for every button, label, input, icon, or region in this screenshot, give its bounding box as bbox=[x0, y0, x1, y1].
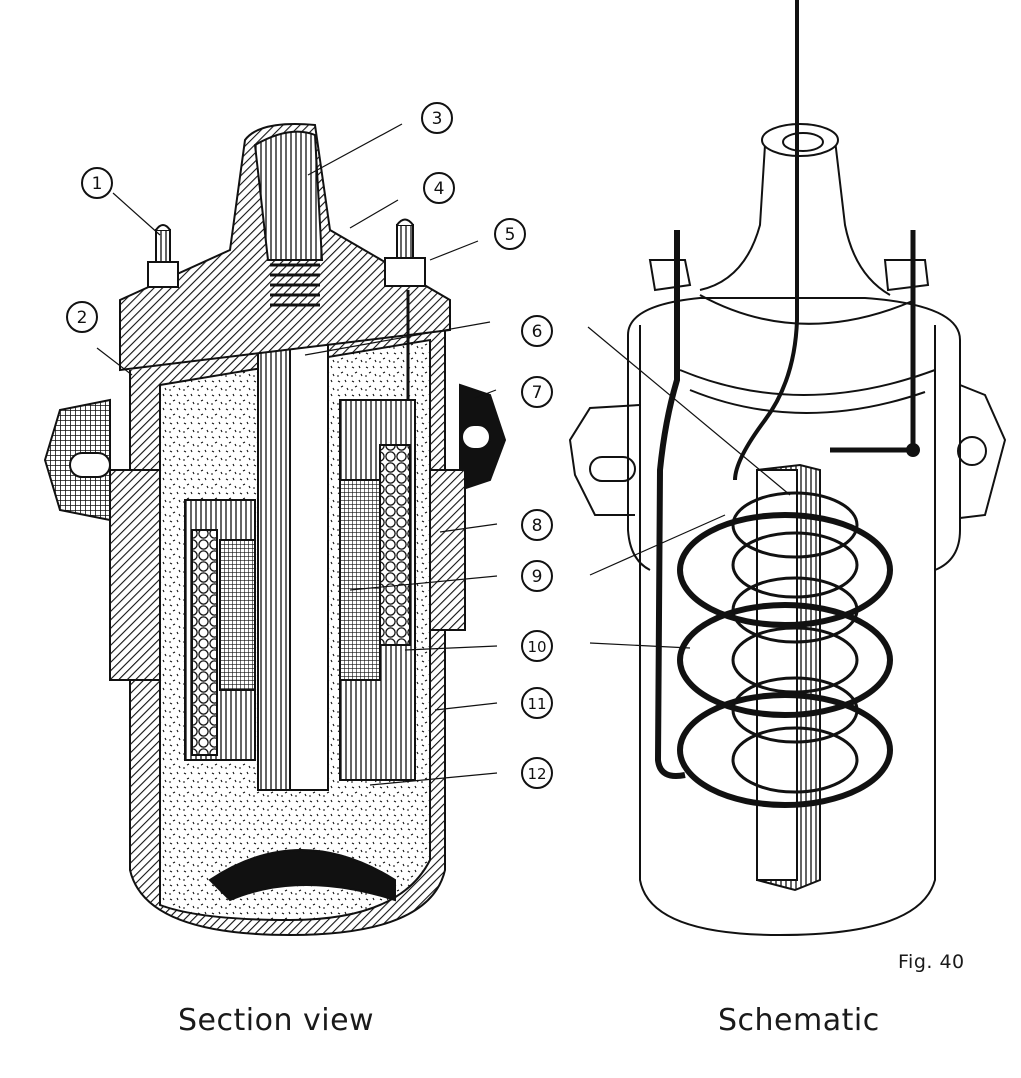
terminal-left bbox=[147, 224, 179, 288]
svg-text:3: 3 bbox=[432, 109, 443, 129]
ht-lead bbox=[733, 0, 799, 481]
schematic-bracket-right bbox=[959, 384, 1007, 519]
callout-10: 10 bbox=[521, 630, 553, 662]
caption-schematic: Schematic bbox=[718, 1003, 880, 1038]
schematic-drawing bbox=[568, 0, 1007, 937]
callout-4: 4 bbox=[423, 172, 455, 204]
figure-number: Fig. 40 bbox=[898, 951, 965, 973]
callout-9: 9 bbox=[521, 560, 553, 592]
section-view-drawing bbox=[43, 123, 507, 937]
schematic-bracket-left bbox=[568, 404, 641, 516]
schematic-can bbox=[639, 325, 936, 937]
svg-text:4: 4 bbox=[434, 179, 445, 199]
callout-6: 6 bbox=[521, 315, 553, 347]
primary-winding bbox=[379, 444, 411, 646]
svg-text:5: 5 bbox=[505, 225, 516, 245]
ht-spring bbox=[270, 263, 320, 307]
callout-11: 11 bbox=[521, 687, 553, 719]
svg-text:10: 10 bbox=[527, 638, 546, 656]
svg-text:1: 1 bbox=[92, 174, 103, 194]
clamp-band bbox=[109, 469, 161, 681]
svg-text:11: 11 bbox=[527, 695, 546, 713]
schematic-terminal-right bbox=[883, 230, 930, 450]
svg-text:7: 7 bbox=[532, 383, 543, 403]
svg-text:2: 2 bbox=[77, 308, 88, 328]
callout-leaders bbox=[96, 123, 498, 786]
terminal-right bbox=[384, 218, 426, 400]
callout-5: 5 bbox=[494, 218, 526, 250]
schematic-leaders bbox=[587, 326, 791, 649]
bottom-insulator bbox=[208, 849, 396, 902]
callout-7: 7 bbox=[521, 376, 553, 408]
callouts: 1 2 3 4 5 6 7 8 9 10 11 12 bbox=[66, 102, 553, 789]
callout-8: 8 bbox=[521, 509, 553, 541]
schematic-terminal-left bbox=[648, 230, 692, 292]
caption-section-view: Section view bbox=[178, 1003, 375, 1038]
svg-text:8: 8 bbox=[532, 516, 543, 536]
svg-text:12: 12 bbox=[527, 765, 546, 783]
callout-3: 3 bbox=[421, 102, 453, 134]
svg-text:9: 9 bbox=[532, 567, 543, 587]
primary-lead bbox=[654, 290, 686, 779]
svg-text:6: 6 bbox=[532, 322, 543, 342]
callout-2: 2 bbox=[66, 301, 98, 333]
callout-1: 1 bbox=[81, 167, 113, 199]
callout-12: 12 bbox=[521, 757, 553, 789]
primary-coil bbox=[677, 512, 893, 808]
